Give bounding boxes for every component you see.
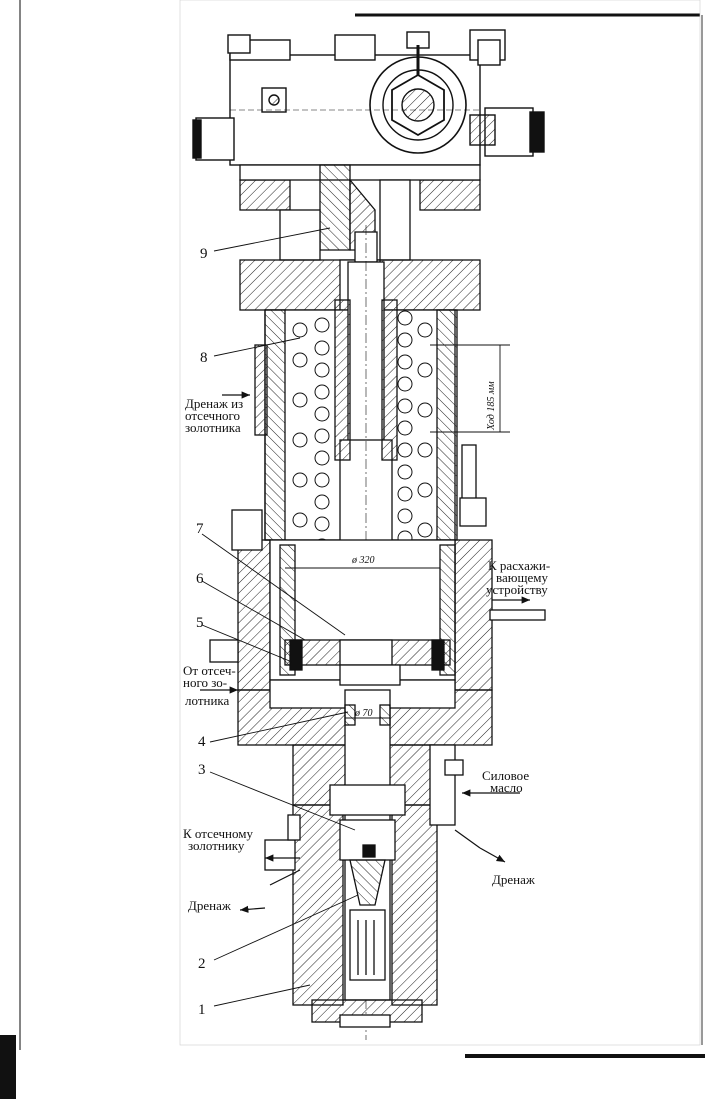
to-pacing-label-2: вающему: [496, 570, 548, 585]
left-bottom-bar: [0, 1035, 16, 1099]
to-cutoff-label-2: золотнику: [188, 838, 245, 853]
callout-9: 9: [200, 246, 208, 262]
flow-arrows: [200, 391, 530, 913]
drain-from-cutoff-label-1: Дренаж из: [185, 396, 243, 411]
callout-4: 4: [198, 734, 206, 750]
lower-cylinder-body: [209, 509, 546, 746]
springs-outer: [292, 310, 433, 620]
from-cutoff-label-3: лотника: [185, 693, 230, 708]
from-cutoff-label-2: ного зо-: [183, 675, 227, 690]
callout-2: 2: [198, 956, 206, 972]
dimension-lines: [285, 344, 510, 719]
leader-lines: [201, 227, 359, 1007]
top-mechanism: [192, 29, 545, 166]
callout-5: 5: [196, 615, 204, 631]
callout-6: 6: [196, 571, 204, 587]
callout-8: 8: [200, 350, 208, 366]
to-pacing-label-1: К расхажи-: [488, 558, 550, 573]
drain-from-cutoff-label-3: золотника: [185, 420, 241, 435]
stroke-dimension-label: Ход 185 мм: [486, 381, 497, 431]
callout-3: 3: [198, 762, 206, 778]
drain-from-cutoff-label-2: отсечного: [185, 408, 240, 423]
diameter-320-label: ø 320: [351, 555, 375, 566]
diameter-70-label: ø 70: [354, 708, 373, 719]
to-pacing-label-3: устройству: [486, 582, 548, 597]
to-cutoff-label-1: К отсечному: [183, 826, 253, 841]
drain-left-label: Дренаж: [188, 898, 232, 913]
callout-1: 1: [198, 1002, 206, 1018]
callout-7: 7: [196, 521, 204, 537]
power-oil-label-2: масло: [490, 780, 523, 795]
lower-valve-block: [264, 689, 464, 1028]
power-oil-label-1: Силовое: [482, 768, 529, 783]
drain-right-label: Дренаж: [492, 872, 536, 887]
scan-border: [179, 0, 701, 1046]
from-cutoff-label-1: От отсеч-: [183, 663, 236, 678]
